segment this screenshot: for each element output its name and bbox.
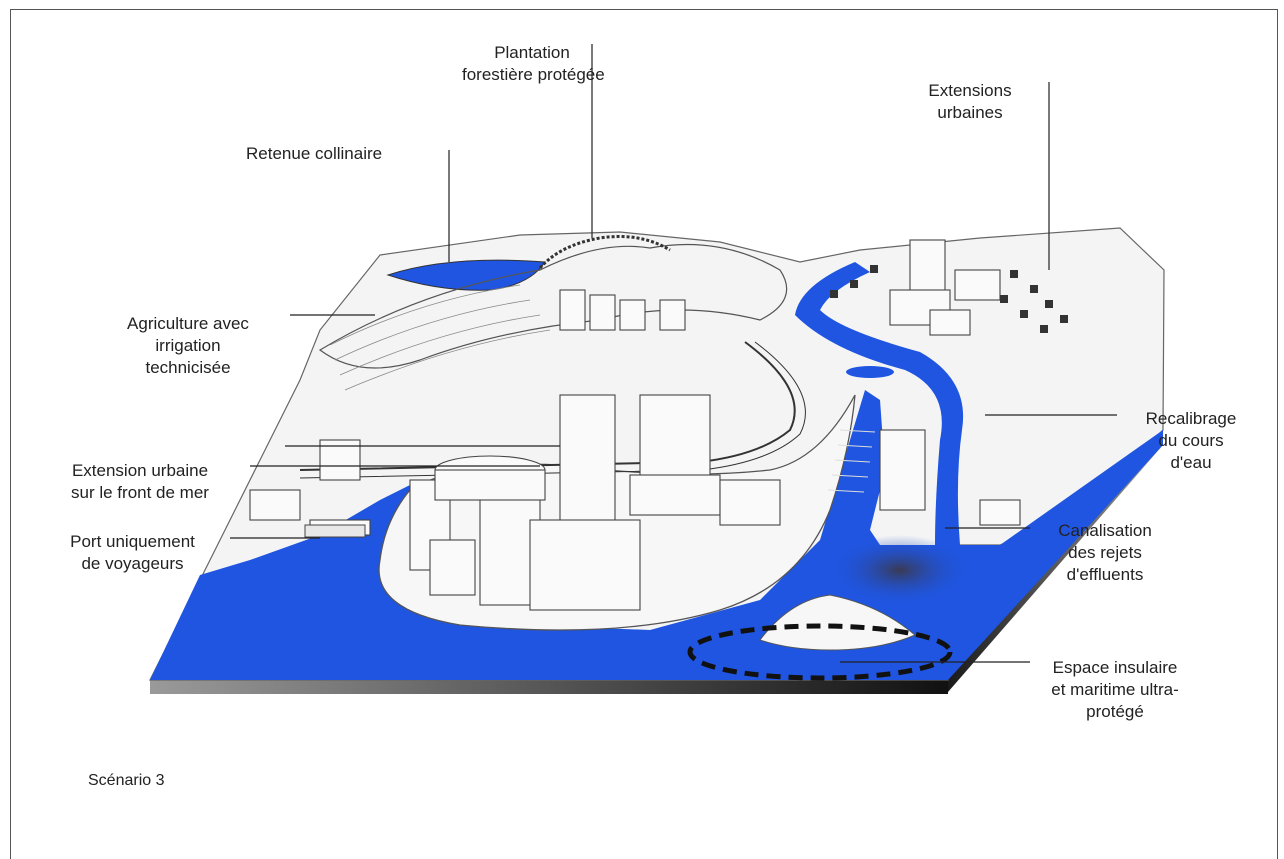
- forest-ridge: [538, 235, 671, 269]
- label-canalisation-line-2: des rejets: [1068, 543, 1142, 562]
- agricultural-furrows: [329, 284, 551, 391]
- label-plantation-line-1: Plantation: [494, 43, 570, 62]
- island: [759, 594, 916, 651]
- label-port: Port uniquement de voyageurs: [40, 531, 225, 575]
- road: [299, 341, 796, 471]
- label-port-line-1: Port uniquement: [70, 532, 195, 551]
- label-recalibrage-line-3: d'eau: [1170, 453, 1212, 472]
- label-agriculture: Agriculture avec irrigation technicisée: [98, 313, 278, 379]
- label-retenue: Retenue collinaire: [246, 143, 382, 165]
- label-canalisation-line-1: Canalisation: [1058, 521, 1152, 540]
- label-extensions-urbaines: Extensions urbaines: [905, 80, 1035, 124]
- effluent-plume: [830, 535, 970, 605]
- label-port-line-2: de voyageurs: [81, 554, 184, 573]
- protected-zone-outline: [687, 623, 953, 681]
- label-agriculture-line-3: technicisée: [145, 358, 231, 377]
- hills: [318, 243, 788, 369]
- label-recalibrage-line-2: du cours: [1158, 431, 1224, 450]
- label-recalibrage-line-1: Recalibrage: [1145, 409, 1237, 428]
- marina: [827, 429, 876, 493]
- label-agriculture-line-2: irrigation: [155, 336, 221, 355]
- label-canalisation-line-3: d'effluents: [1066, 565, 1144, 584]
- scenario-label: Scénario 3: [88, 772, 165, 789]
- label-espace-insulaire: Espace insulaire et maritime ultra- prot…: [1035, 657, 1195, 723]
- label-insulaire-line-1: Espace insulaire: [1052, 658, 1178, 677]
- figure-frame: [10, 9, 1278, 859]
- label-front-mer-line-2: sur le front de mer: [71, 483, 209, 502]
- label-retenue-line-1: Retenue collinaire: [246, 144, 383, 163]
- label-front-mer-line-1: Extension urbaine: [71, 461, 209, 480]
- label-insulaire-line-2: et maritime ultra-: [1051, 680, 1179, 699]
- river: [795, 262, 964, 545]
- label-plantation: Plantation forestière protégée: [462, 42, 605, 86]
- label-extensions-line-1: Extensions: [928, 81, 1012, 100]
- label-insulaire-line-3: protégé: [1086, 702, 1144, 721]
- block-front-side: [150, 680, 948, 694]
- label-agriculture-line-1: Agriculture avec: [127, 314, 249, 333]
- label-plantation-line-2: forestière protégée: [462, 65, 605, 84]
- label-extensions-line-2: urbaines: [937, 103, 1003, 122]
- house-texture: [830, 265, 1068, 333]
- pond: [846, 366, 894, 378]
- label-recalibrage: Recalibrage du cours d'eau: [1128, 408, 1254, 474]
- road-edge: [299, 341, 806, 479]
- label-extension-front-mer: Extension urbaine sur le front de mer: [40, 460, 240, 504]
- retenue-lake: [386, 259, 546, 291]
- passenger-port: [304, 524, 366, 538]
- label-canalisation: Canalisation des rejets d'effluents: [1040, 520, 1170, 586]
- leader-lines: [230, 44, 1117, 663]
- city-buildings: [249, 239, 1021, 611]
